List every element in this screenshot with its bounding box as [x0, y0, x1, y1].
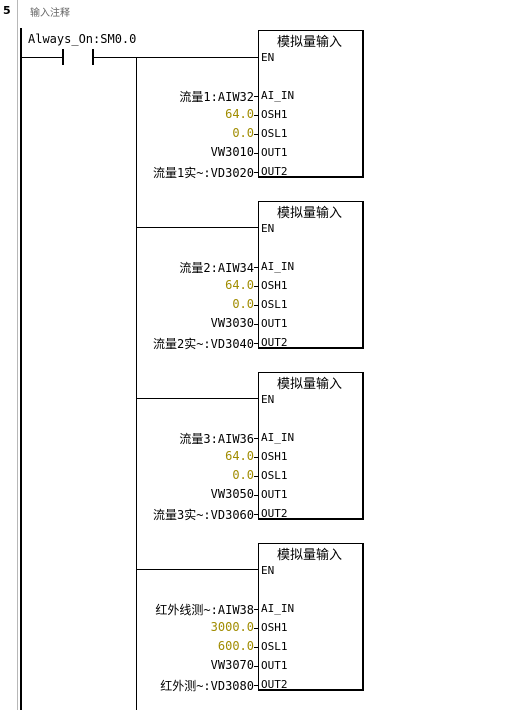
- pin-stub: [254, 96, 258, 97]
- pin-stub: [254, 305, 258, 306]
- block-title: 模拟量输入: [277, 35, 343, 50]
- left-power-rail: [20, 28, 22, 710]
- operand-ai-in[interactable]: 流量2:AIW34: [179, 261, 254, 275]
- operand-ai-in[interactable]: 流量3:AIW36: [179, 432, 254, 446]
- analog-input-block-2[interactable]: 模拟量输入 EN AI_IN OSH1 OSL1 OUT1 OUT2: [258, 201, 364, 349]
- pin-stub: [254, 514, 258, 515]
- pin-osl1: OSL1: [261, 298, 288, 311]
- pin-en: EN: [261, 51, 275, 64]
- contact-right-bar[interactable]: [92, 49, 94, 65]
- pin-stub: [254, 324, 258, 325]
- pin-osh1: OSH1: [261, 108, 288, 121]
- pin-stub: [254, 153, 258, 154]
- wire-to-block4-en: [136, 569, 258, 570]
- pin-stub: [254, 438, 258, 439]
- pin-out1: OUT1: [261, 146, 288, 159]
- wire-rail-to-contact: [22, 57, 62, 58]
- analog-input-block-4[interactable]: 模拟量输入 EN AI_IN OSH1 OSL1 OUT1 OUT2: [258, 543, 364, 691]
- pin-out2: OUT2: [261, 336, 288, 349]
- wire-contact-to-block1: [94, 57, 258, 58]
- operand-ai-in[interactable]: 红外线测~:AIW38: [155, 603, 254, 617]
- pin-stub: [254, 115, 258, 116]
- block-title: 模拟量输入: [277, 206, 343, 221]
- pin-ai-in: AI_IN: [261, 602, 295, 615]
- operand-out1[interactable]: VW3070: [210, 658, 254, 672]
- network-number: 5: [3, 4, 11, 17]
- wire-to-block3-en: [136, 398, 258, 399]
- pin-out1: OUT1: [261, 488, 288, 501]
- operand-out2[interactable]: 流量2实~:VD3040: [152, 337, 254, 351]
- pin-stub: [254, 666, 258, 667]
- network-comment[interactable]: 输入注释: [30, 8, 70, 19]
- pin-out2: OUT2: [261, 165, 288, 178]
- operand-osh1[interactable]: 64.0: [225, 449, 254, 463]
- pin-stub: [254, 476, 258, 477]
- branch-vertical-wire: [136, 57, 137, 710]
- pin-ai-in: AI_IN: [261, 431, 295, 444]
- network-gutter: 5: [0, 0, 18, 710]
- block-title: 模拟量输入: [277, 377, 343, 392]
- pin-ai-in: AI_IN: [261, 89, 295, 102]
- pin-en: EN: [261, 564, 275, 577]
- operand-osl1[interactable]: 0.0: [232, 126, 254, 140]
- analog-input-block-3[interactable]: 模拟量输入 EN AI_IN OSH1 OSL1 OUT1 OUT2: [258, 372, 364, 520]
- pin-stub: [254, 495, 258, 496]
- pin-out2: OUT2: [261, 507, 288, 520]
- pin-stub: [254, 457, 258, 458]
- contact-label: Always_On:SM0.0: [28, 32, 137, 46]
- pin-osl1: OSL1: [261, 640, 288, 653]
- analog-input-block-1[interactable]: 模拟量输入 EN AI_IN OSH1 OSL1 OUT1 OUT2: [258, 30, 364, 178]
- pin-osh1: OSH1: [261, 450, 288, 463]
- pin-osl1: OSL1: [261, 469, 288, 482]
- pin-stub: [254, 286, 258, 287]
- operand-out1[interactable]: VW3030: [210, 316, 254, 330]
- pin-stub: [254, 609, 258, 610]
- pin-stub: [254, 685, 258, 686]
- operand-osl1[interactable]: 0.0: [232, 297, 254, 311]
- operand-out2[interactable]: 流量1实~:VD3020: [152, 166, 254, 180]
- pin-en: EN: [261, 222, 275, 235]
- pin-stub: [254, 343, 258, 344]
- pin-osh1: OSH1: [261, 279, 288, 292]
- pin-out1: OUT1: [261, 317, 288, 330]
- pin-out1: OUT1: [261, 659, 288, 672]
- pin-stub: [254, 267, 258, 268]
- operand-out2[interactable]: 流量3实~:VD3060: [152, 508, 254, 522]
- operand-osl1[interactable]: 0.0: [232, 468, 254, 482]
- pin-osh1: OSH1: [261, 621, 288, 634]
- pin-stub: [254, 134, 258, 135]
- pin-ai-in: AI_IN: [261, 260, 295, 273]
- operand-osl1[interactable]: 600.0: [217, 639, 254, 653]
- pin-stub: [254, 647, 258, 648]
- pin-stub: [254, 172, 258, 173]
- operand-out1[interactable]: VW3010: [210, 145, 254, 159]
- pin-stub: [254, 628, 258, 629]
- contact-left-bar[interactable]: [62, 49, 64, 65]
- block-title: 模拟量输入: [277, 548, 343, 563]
- operand-out2[interactable]: 红外测~:VD3080: [160, 679, 254, 693]
- operand-osh1[interactable]: 64.0: [225, 107, 254, 121]
- operand-osh1[interactable]: 64.0: [225, 278, 254, 292]
- pin-osl1: OSL1: [261, 127, 288, 140]
- operand-osh1[interactable]: 3000.0: [210, 620, 254, 634]
- wire-to-block2-en: [136, 227, 258, 228]
- pin-out2: OUT2: [261, 678, 288, 691]
- pin-en: EN: [261, 393, 275, 406]
- operand-ai-in[interactable]: 流量1:AIW32: [179, 90, 254, 104]
- operand-out1[interactable]: VW3050: [210, 487, 254, 501]
